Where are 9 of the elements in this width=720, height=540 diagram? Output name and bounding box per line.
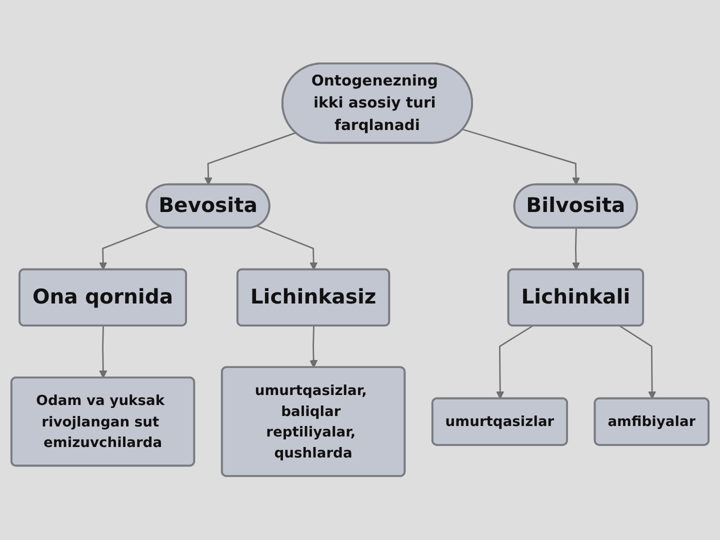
arrow <box>99 226 160 270</box>
arrow <box>572 228 580 270</box>
arrow <box>257 226 318 270</box>
arrow <box>310 326 318 368</box>
arrow <box>620 326 656 400</box>
arrow <box>99 326 108 379</box>
arrow <box>462 129 580 186</box>
arrow <box>204 132 296 186</box>
arrow <box>496 326 533 400</box>
